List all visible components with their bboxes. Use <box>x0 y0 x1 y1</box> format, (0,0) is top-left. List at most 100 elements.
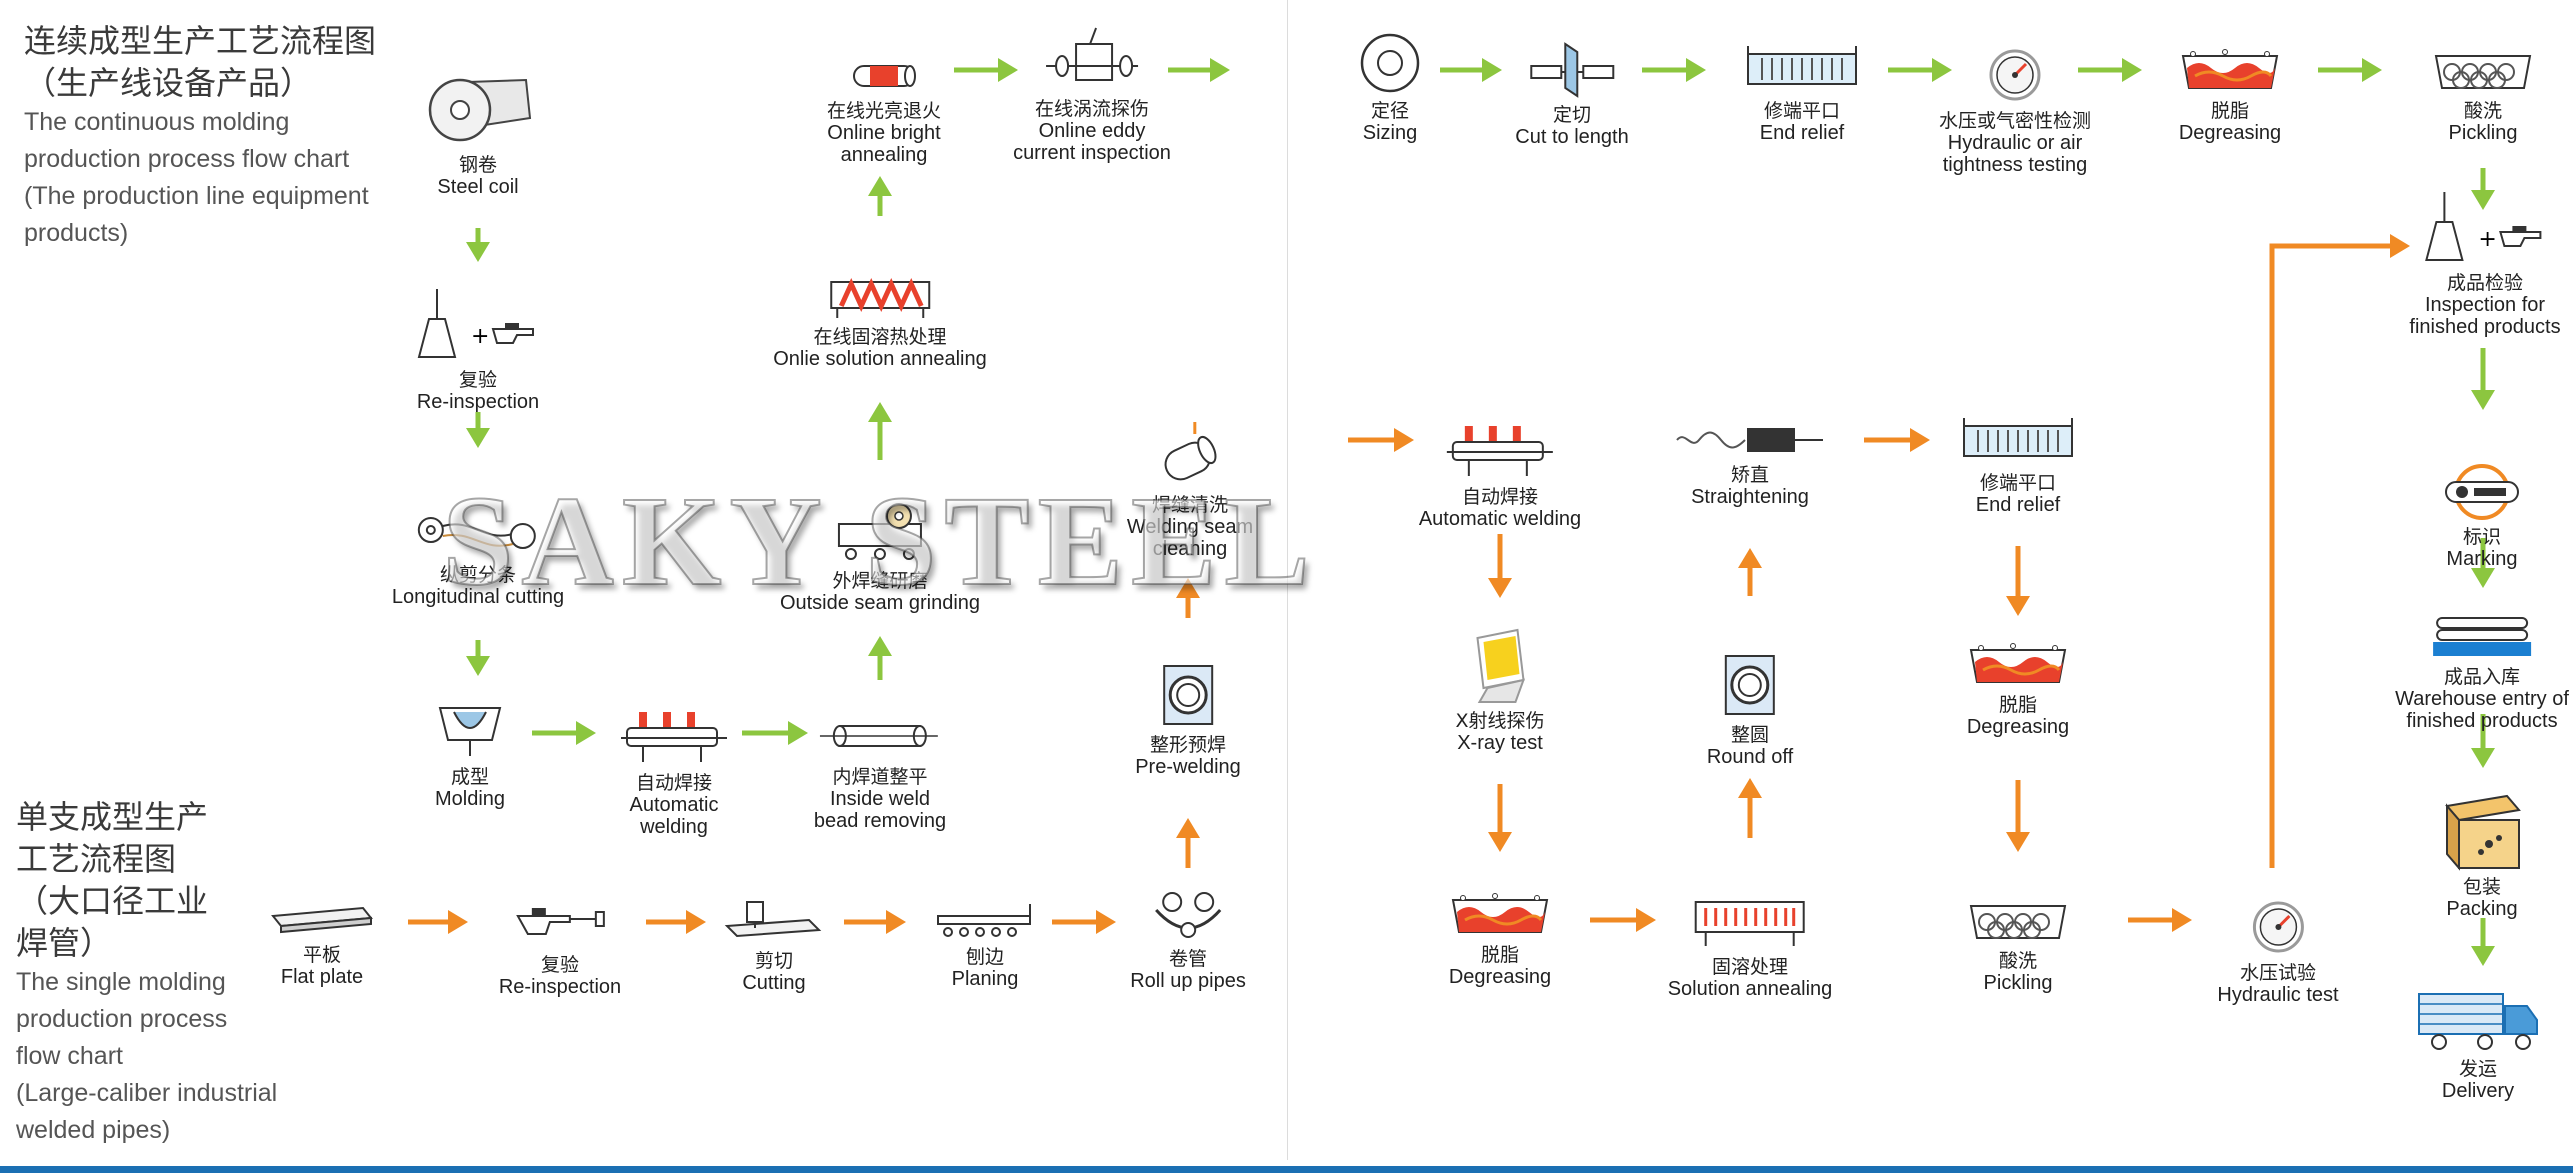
step-label-zh: 纵剪分条 <box>439 564 517 586</box>
step-label-en: Inside weld <box>829 788 931 810</box>
flow-arrow <box>1176 578 1200 618</box>
flow-arrow <box>1738 778 1762 838</box>
step-label-en: Straightening <box>1691 486 1809 508</box>
flask-gauge-icon: + <box>413 285 543 369</box>
step-label-en: Welding seam <box>1126 516 1254 538</box>
title-zh-line-1: 连续成型生产工艺流程图 <box>24 22 377 60</box>
step-label-en: Online eddy <box>1038 120 1146 142</box>
step-label-en: Round off <box>1706 746 1794 768</box>
tube-icon <box>814 712 946 766</box>
step-label-en: Steel coil <box>437 176 519 198</box>
step-label-en: bead removing <box>813 810 947 832</box>
pipe-frame-icon <box>1135 660 1241 734</box>
step-label-zh: 整圆 <box>1730 724 1769 746</box>
flow-arrow <box>1440 58 1502 82</box>
step-label-en: Degreasing <box>1448 966 1552 988</box>
step-label-en: Marking <box>2446 548 2518 570</box>
step-label-zh: 酸洗 <box>2463 100 2502 122</box>
flow-arrow <box>1168 58 1230 82</box>
degreasing-tank-icon <box>1963 640 2073 694</box>
pipe-frame-icon <box>1707 650 1793 724</box>
eddy-probe-icon <box>1013 24 1171 98</box>
flow-arrow <box>466 640 490 676</box>
step-label-en: Packing <box>2446 898 2518 920</box>
flow-connector-line <box>2269 243 2388 868</box>
step-label-en: Degreasing <box>1966 716 2070 738</box>
flow-arrow <box>1590 908 1656 932</box>
coil-heater-icon <box>773 272 987 326</box>
flow-arrow <box>2006 546 2030 616</box>
step-label-en: Hydraulic or air <box>1947 132 2083 154</box>
step-label-en: Re-inspection <box>416 391 540 413</box>
svg-text:+: + <box>2478 227 2496 252</box>
step-label-zh: 定径 <box>1370 100 1409 122</box>
bottom-accent-bar <box>0 1166 2573 1173</box>
step-label-en: annealing <box>840 144 928 166</box>
step-label-en: Delivery <box>2441 1080 2515 1102</box>
step-label-en: Sizing <box>1362 122 1418 144</box>
step-label-zh: 包装 <box>2462 876 2501 898</box>
title-en-line: welded pipes) <box>16 1116 171 1144</box>
step-label-en: current inspection <box>1013 142 1171 164</box>
step-label-en: Cutting <box>742 972 806 994</box>
flow-arrow <box>2388 234 2410 258</box>
step-label-zh: 剪切 <box>754 950 793 972</box>
roller-icon <box>1130 888 1246 948</box>
step-label-en: cleaning <box>1152 538 1228 560</box>
step-label-en: X-ray test <box>1457 732 1543 754</box>
step-label-zh: 定切 <box>1552 104 1592 126</box>
svg-text:+: + <box>471 324 489 349</box>
pipe-stack-icon <box>2395 612 2569 666</box>
end-facer-icon <box>1742 40 1862 100</box>
step-label-en: tightness testing <box>1942 154 2088 176</box>
watermark: SAKY STEEL <box>441 469 1318 613</box>
ring-icon <box>1357 30 1423 100</box>
title-zh-line: 工艺流程图 <box>16 840 177 878</box>
step-label-zh: 卷管 <box>1168 948 1207 970</box>
step-label-zh: 水压试验 <box>2239 962 2316 984</box>
step-label-en: Pickling <box>1983 972 2053 994</box>
step-label-en: Online bright <box>827 122 941 144</box>
title-en-line: The continuous molding <box>24 108 290 136</box>
title-en-line: The single molding <box>16 968 226 996</box>
step-label-en: End relief <box>1759 122 1845 144</box>
crate-icon <box>2437 792 2527 876</box>
flow-arrow <box>868 636 892 680</box>
step-label-en: Pre-welding <box>1135 756 1241 778</box>
step-label-en: welding <box>640 816 708 838</box>
title-zh-line: （大口径工业 <box>16 882 209 920</box>
title-en-line: products) <box>24 219 129 247</box>
step-label-zh: 脱脂 <box>2210 100 2249 122</box>
flow-arrow <box>2471 538 2495 588</box>
flow-arrow <box>2078 58 2142 82</box>
grinder-icon <box>780 500 980 570</box>
title-zh-line: 焊管） <box>16 924 113 962</box>
step-label-zh: 发运 <box>2458 1058 2497 1080</box>
step-label-zh: 整形预焊 <box>1149 734 1227 756</box>
step-label-zh: 在线涡流探伤 <box>1034 98 1149 120</box>
flow-arrow <box>1888 58 1952 82</box>
title-zh-line-2: （生产线设备产品） <box>24 64 313 102</box>
flow-arrow <box>2471 168 2495 210</box>
step-label-zh: 标识 <box>2462 526 2501 548</box>
flow-arrow <box>1348 428 1414 452</box>
